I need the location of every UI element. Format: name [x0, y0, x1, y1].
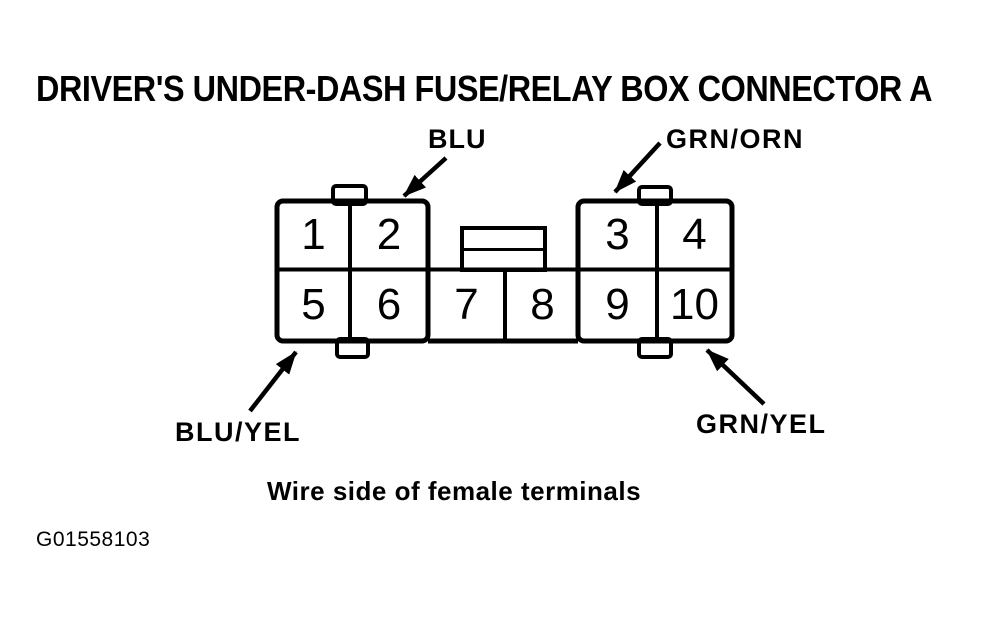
grn-yel-arrow-icon	[705, 348, 766, 406]
wire-label-grn-yel: GRN/YEL	[696, 409, 827, 439]
pin-cell-10: 10	[670, 280, 719, 329]
diagram-caption: Wire side of female terminals	[267, 476, 642, 506]
pin-cell-5: 5	[301, 280, 326, 329]
wire-label-blu-yel: BLU/YEL	[175, 417, 302, 447]
pin-cell-2: 2	[376, 210, 402, 259]
diagram-title: DRIVER'S UNDER-DASH FUSE/RELAY BOX CONNE…	[36, 68, 933, 109]
left-block-outline	[274, 198, 431, 344]
wire-label-grn-orn: GRN/ORN	[666, 124, 804, 154]
center-latch	[460, 226, 547, 272]
figure-id: G01558103	[36, 528, 151, 551]
pin-cell-3: 3	[605, 210, 630, 259]
pointer-arrows	[248, 141, 766, 413]
pin-cell-8: 8	[530, 280, 555, 329]
pin-cell-7: 7	[454, 280, 479, 329]
pin-cell-4: 4	[682, 210, 707, 259]
middle-cells-outline	[428, 267, 578, 344]
pin-cell-6: 6	[376, 280, 402, 329]
grn-orn-arrow-icon	[613, 141, 662, 194]
wire-label-blu: BLU	[428, 124, 487, 154]
blu-arrow-icon	[402, 156, 448, 198]
pin-cell-1: 1	[301, 210, 326, 259]
right-block-outline	[575, 198, 735, 344]
blu-yel-arrow-icon	[248, 350, 298, 413]
pin-cell-9: 9	[605, 280, 630, 329]
